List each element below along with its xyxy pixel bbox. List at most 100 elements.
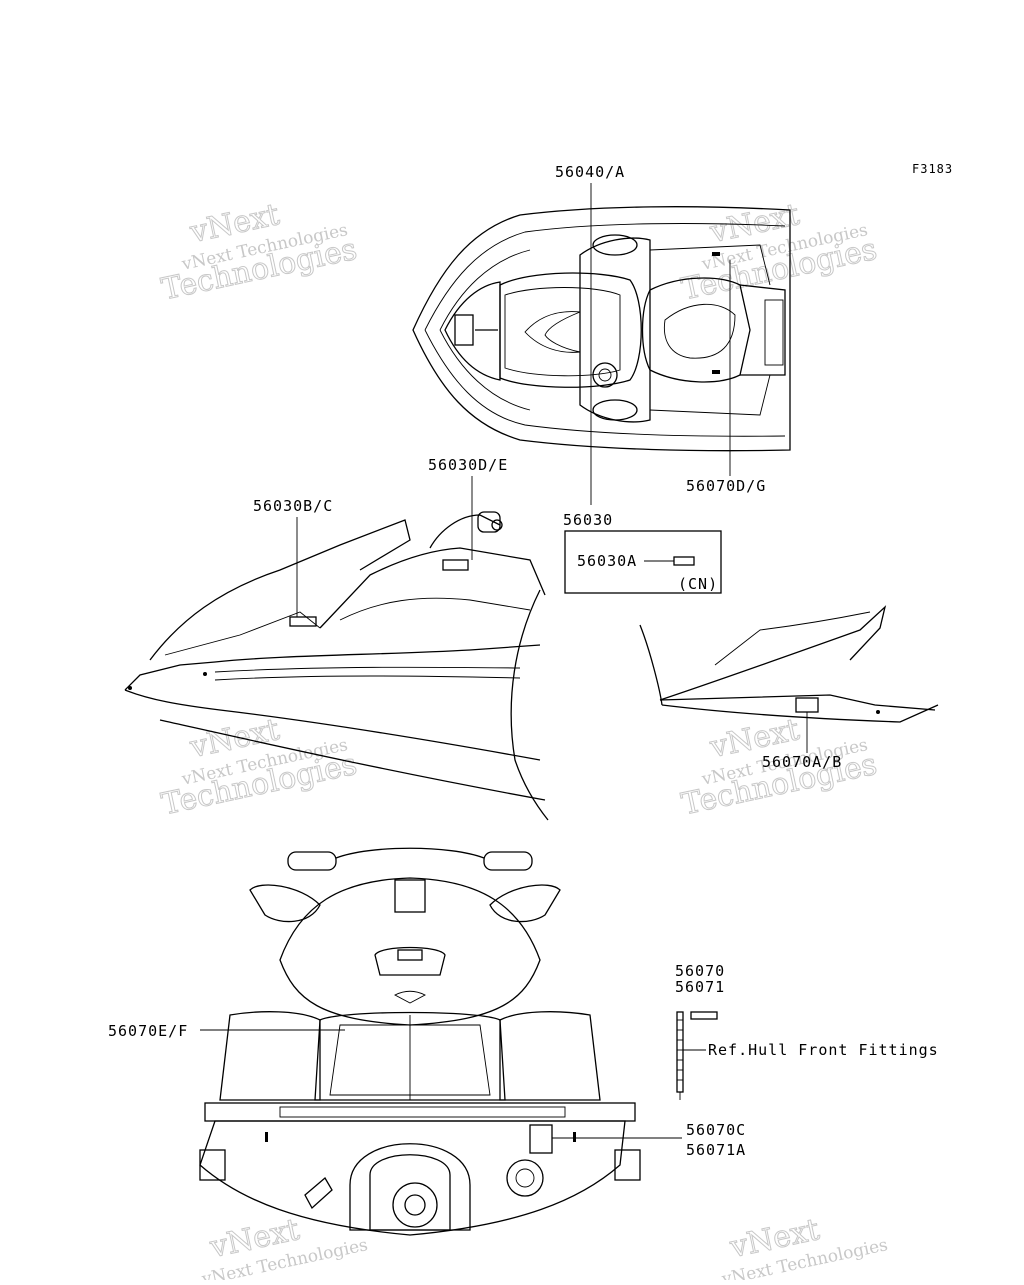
rear-view-step-right — [614, 1149, 641, 1181]
side-view-cut-edge — [510, 589, 549, 821]
top-view-footwell-right — [649, 374, 771, 416]
rear-view-mirror-right — [489, 884, 561, 923]
cn-box-frame — [564, 530, 722, 594]
side-view-callouts: 56030B/C 56030D/E — [253, 456, 508, 617]
top-view-mirror-right — [592, 399, 638, 421]
rear-view-emblem — [394, 990, 426, 1004]
rear-detail-drawing — [639, 605, 939, 723]
rear-view-step-left — [199, 1149, 226, 1181]
side-view-steering — [429, 514, 501, 549]
top-view-label-patch — [712, 370, 720, 374]
rear-view-bumper — [204, 1102, 636, 1122]
watermark-top-left: vNext vNext Technologies Technologies — [158, 197, 360, 308]
rear-view-grip-left — [287, 851, 337, 871]
rear-view-nozzle — [392, 1182, 438, 1228]
legend-56070: 56070 — [675, 962, 725, 980]
rear-detail-hull — [661, 704, 939, 723]
rear-detail-cut-edge — [639, 624, 663, 706]
rear-view-side-right — [499, 1011, 601, 1101]
watermark-bottom-left: vNext vNext Technologies — [199, 1212, 369, 1285]
watermark-mid-left: vNext vNext Technologies Technologies — [158, 712, 360, 823]
top-view-footwell-left — [649, 244, 771, 286]
top-view-seat — [641, 277, 751, 383]
rear-view-hull — [199, 1120, 626, 1236]
watermark-bottom-right: vNext vNext Technologies — [719, 1212, 889, 1285]
top-view-drawing — [412, 206, 791, 452]
rear-view-console — [394, 879, 426, 913]
rear-view-upper-body — [279, 877, 541, 1026]
callout-56070c: 56070C — [686, 1121, 746, 1139]
side-view-hull-bottom — [124, 689, 541, 761]
top-view-hood — [499, 272, 642, 388]
top-view-fuel-cap — [592, 362, 618, 388]
top-view-hull-outline — [412, 206, 791, 452]
figure-code: F3183 — [912, 162, 953, 176]
side-view-hood-line — [339, 597, 531, 621]
callout-56070a-b: 56070A/B — [762, 753, 842, 771]
rear-view-drawing — [199, 847, 641, 1236]
rear-detail-deck — [659, 694, 936, 711]
side-view-handle-grip — [477, 511, 501, 533]
side-view-bow-eye — [128, 686, 132, 690]
callout-56030b-c: 56030B/C — [253, 497, 333, 515]
cn-inset-box: 56030A (CN) — [564, 530, 722, 594]
top-view-fuel-cap-inner — [598, 368, 612, 382]
legend-label-patch — [690, 1011, 718, 1020]
rear-detail-seat-line — [714, 611, 871, 666]
rear-detail-fitting — [876, 710, 880, 714]
watermarks: vNext vNext Technologies Technologies vN… — [158, 197, 890, 1285]
cn-label-patch — [673, 556, 695, 566]
rear-view-bumper-inner — [279, 1106, 566, 1118]
callout-56070e-f: 56070E/F — [108, 1022, 188, 1040]
callout-56070d-g: 56070D/G — [686, 477, 766, 495]
side-view-rubrail-top — [214, 666, 521, 673]
side-view-drawing — [124, 511, 549, 821]
top-view-hood-emblem — [524, 311, 581, 353]
rear-view-seat-label — [397, 949, 423, 961]
callout-56030d-e: 56030D/E — [428, 456, 508, 474]
side-view-gunwale — [124, 644, 541, 691]
rear-detail-seat-top — [659, 605, 887, 701]
rear-view-drain-plug-inner — [515, 1168, 535, 1188]
side-view-console-label — [442, 559, 469, 571]
rear-detail-label — [795, 697, 819, 713]
rear-view-drain-plug — [506, 1159, 544, 1197]
rear-view-slot — [265, 1132, 268, 1142]
top-view-mirror-left — [592, 234, 638, 256]
top-view-rear-deck — [739, 284, 786, 376]
top-view-seat-cushion — [663, 303, 736, 359]
top-view-callouts: 56040/A 56030 56070D/G — [555, 163, 766, 529]
rear-view-stern-label — [529, 1124, 553, 1154]
top-view-rear-step — [764, 299, 784, 366]
top-view-hull-line — [424, 223, 786, 331]
callout-56040-a: 56040/A — [555, 163, 625, 181]
top-view-hull-line — [439, 329, 531, 411]
callout-56030a: 56030A — [577, 552, 637, 570]
side-view-bow-fitting — [203, 672, 207, 676]
rear-view-tow-eye — [304, 1177, 333, 1210]
rear-view-slot — [573, 1132, 576, 1142]
callout-56030: 56030 — [563, 511, 613, 529]
side-view-handle-end — [491, 519, 503, 531]
rear-view-tow-hook-frame — [349, 1143, 471, 1231]
top-view-handlebar-area — [579, 237, 651, 423]
callout-56071a: 56071A — [686, 1141, 746, 1159]
fittings-legend: 56070 56071 Ref.Hull Front Fittings — [675, 962, 939, 1100]
side-view-rubrail-bottom — [214, 675, 521, 681]
top-view-label-patch — [712, 252, 720, 256]
rear-view-handlebar — [335, 847, 485, 859]
side-view-deck-label — [289, 616, 317, 627]
rear-view-mirror-left — [249, 884, 321, 923]
rear-view-side-left — [219, 1011, 321, 1101]
rear-view-grip-right — [483, 851, 533, 871]
reference-hull-front-fittings: Ref.Hull Front Fittings — [708, 1041, 939, 1059]
legend-56071: 56071 — [675, 978, 725, 996]
side-view-deck-panel — [164, 611, 321, 656]
top-view-hull-line — [424, 329, 786, 437]
top-view-hull-line — [439, 249, 531, 331]
rear-view-callouts: 56070E/F 56070C 56071A — [108, 1022, 746, 1159]
rear-view-stern-inner — [329, 1024, 491, 1096]
top-view-hood-inner — [504, 287, 621, 377]
